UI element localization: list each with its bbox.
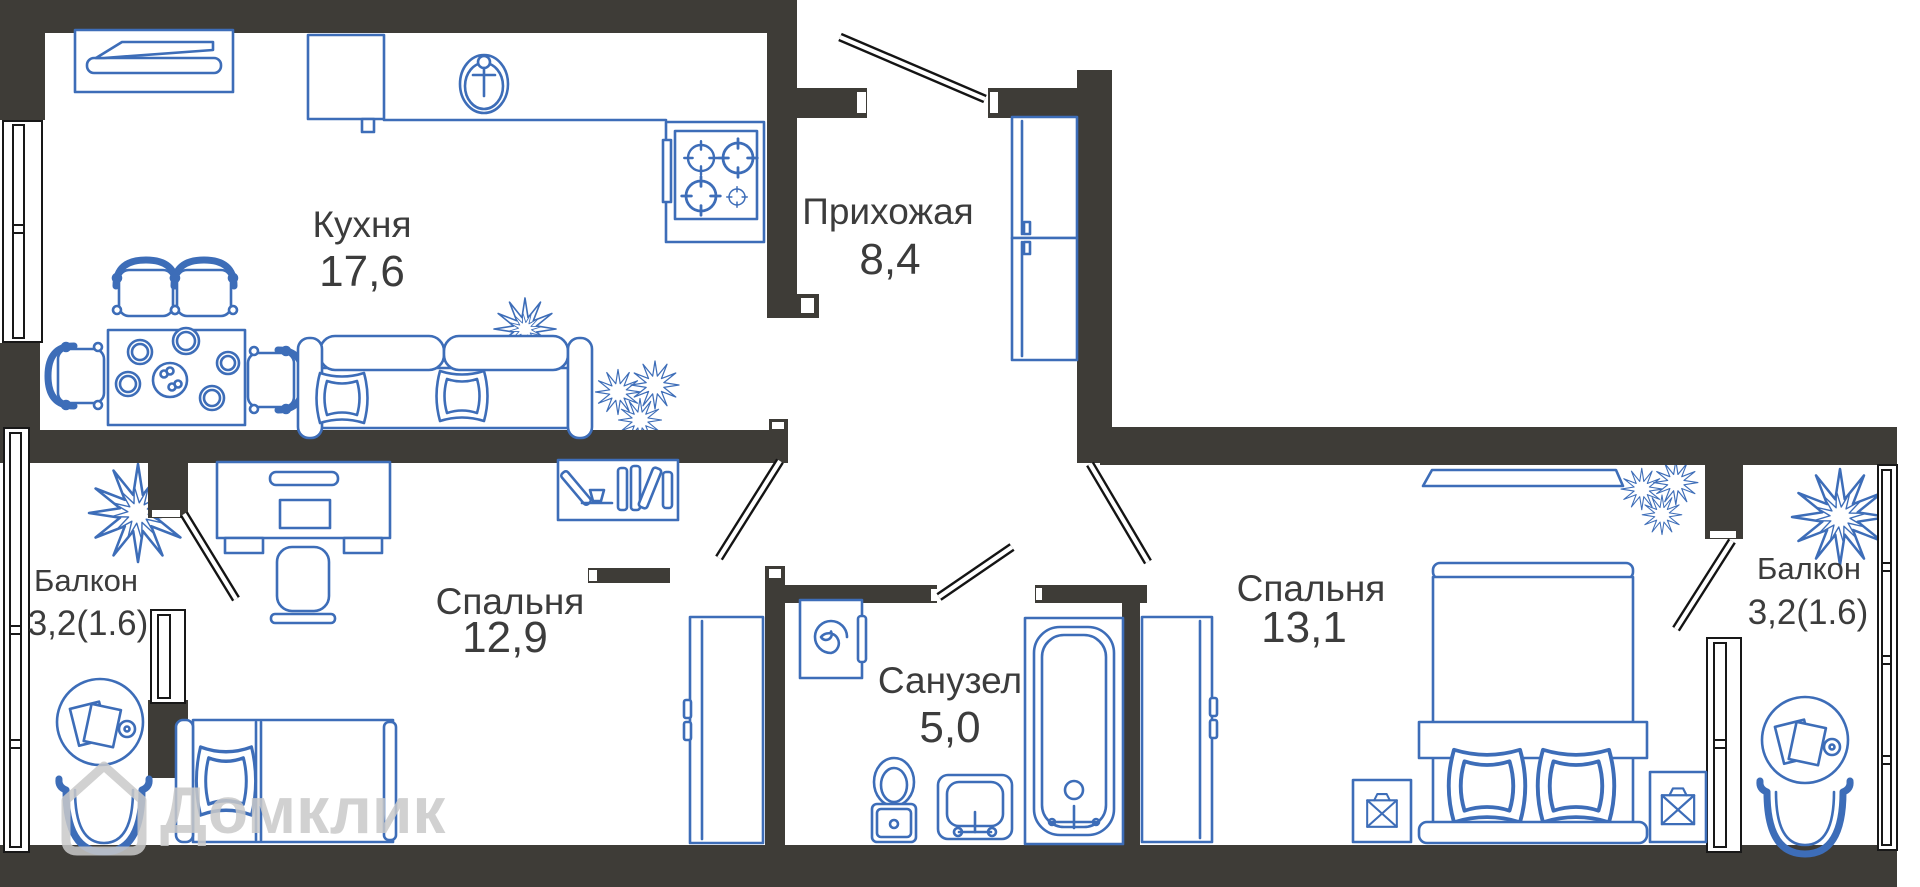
sofa (296, 334, 594, 440)
jamb-notch (1710, 531, 1736, 538)
balcony-left-name-label: Балкон (34, 563, 138, 598)
door-bedroom-small (715, 458, 784, 561)
washing-machine (798, 598, 868, 680)
jamb-notch (772, 422, 784, 429)
bookshelf (556, 458, 680, 522)
wall-hallway-right (1077, 70, 1112, 463)
wall-entrance-right-stub (988, 88, 1078, 118)
double-bed (1417, 561, 1649, 845)
wall-left-mid (0, 343, 40, 435)
plant-icon (596, 361, 680, 442)
balcony-right-furniture (1760, 695, 1850, 854)
kitchen-area-label: 17,6 (319, 247, 405, 296)
wall-shelf (1421, 468, 1625, 488)
window-balcony-left-divider (150, 609, 186, 704)
desk-chair (269, 545, 337, 625)
wall-balcony-left-jamb (148, 430, 188, 518)
hallway-area-label: 8,4 (859, 235, 920, 284)
window-balcony-right-divider (1706, 637, 1742, 853)
door-balcony-left (180, 511, 240, 602)
dining-table (106, 326, 247, 427)
kitchen-sink (458, 53, 510, 115)
desk (215, 460, 392, 555)
bedroom-small-area-label: 12,9 (462, 613, 548, 662)
balcony-left-area-label: 3,2(1.6) (28, 604, 149, 643)
jamb-notch (1036, 588, 1042, 600)
wall-bathroom-top (785, 585, 937, 603)
tv-console (73, 28, 235, 94)
jamb-notch (990, 92, 998, 113)
wall-bathroom-left (765, 566, 785, 845)
room-labels: Кухня 17,6 Прихожая 8,4 Спальня 12,9 Сан… (28, 191, 1869, 752)
watermark: Домклик (61, 761, 446, 856)
toilet (870, 756, 918, 844)
jamb-notch (152, 510, 180, 517)
bedroom-large-area-label: 13,1 (1261, 603, 1347, 652)
jamb-notch (801, 298, 814, 313)
hallway-name-label: Прихожая (802, 191, 973, 232)
window-balcony-right-outer (1877, 464, 1898, 851)
kitchen-name-label: Кухня (312, 204, 411, 245)
bathtub (1023, 616, 1125, 846)
nightstand (1351, 778, 1413, 844)
door-balcony-right (1672, 538, 1736, 632)
bedroom-large-name-label: Спальня (1237, 568, 1386, 609)
nightstand (1648, 770, 1708, 844)
wall-closet-niche-stub (588, 568, 670, 583)
dining-chair (171, 260, 237, 316)
door-entrance (838, 32, 987, 104)
wall-kitchen-hallway-divider (767, 33, 797, 318)
wall-entrance-left-stub (797, 88, 867, 118)
balcony-table (1760, 695, 1850, 785)
bathroom-area-label: 5,0 (919, 703, 980, 752)
bedroom-large-furniture (1140, 468, 1708, 845)
plant-icon (1621, 461, 1698, 535)
window-balcony-left-outer (3, 427, 30, 853)
bathroom-furniture (798, 598, 1125, 846)
wall-left-upper (0, 0, 45, 120)
dining-chair (113, 260, 179, 316)
wall-kitchen-bedroom (0, 430, 788, 463)
wall-balcony-right-jamb (1705, 427, 1743, 539)
wardrobe (682, 615, 765, 845)
stove (661, 120, 766, 244)
bedroom-small-name-label: Спальня (436, 581, 585, 622)
balcony-right-area-label: 3,2(1.6) (1748, 593, 1869, 632)
bedroom-small-furniture (174, 458, 765, 845)
wall-bedroom-large-top (1100, 427, 1740, 465)
dining-chair (248, 347, 304, 413)
bathroom-sink (936, 773, 1014, 841)
hallway-furniture (1010, 115, 1079, 362)
balcony-table (55, 677, 145, 767)
watermark-text: Домклик (160, 773, 446, 847)
jamb-notch (931, 589, 937, 601)
wardrobe (1140, 615, 1219, 844)
window-kitchen-left (2, 120, 43, 343)
wall-bottom (0, 845, 1897, 887)
wall-bathroom-right (1122, 592, 1140, 845)
hallway-wardrobe (1010, 115, 1079, 362)
wall-balcony-right-top (1740, 427, 1897, 465)
single-bed (174, 718, 398, 844)
door-bedroom-large (1086, 461, 1152, 565)
dining-chair (48, 343, 104, 409)
bathroom-name-label: Санузел (878, 660, 1022, 701)
wall-bathroom-top-right (1035, 585, 1147, 603)
doors (180, 32, 1736, 632)
door-bathroom (936, 543, 1015, 601)
jamb-notch (769, 569, 781, 578)
fridge (306, 33, 386, 134)
balcony-right-name-label: Балкон (1757, 551, 1861, 586)
windows (2, 120, 1898, 853)
jamb-notch (589, 570, 597, 581)
wall-top (8, 0, 797, 33)
balcony-chair (1760, 781, 1850, 854)
jamb-notch (857, 92, 866, 113)
watermark-house-icon (61, 761, 147, 856)
kitchen-furniture (48, 28, 766, 440)
